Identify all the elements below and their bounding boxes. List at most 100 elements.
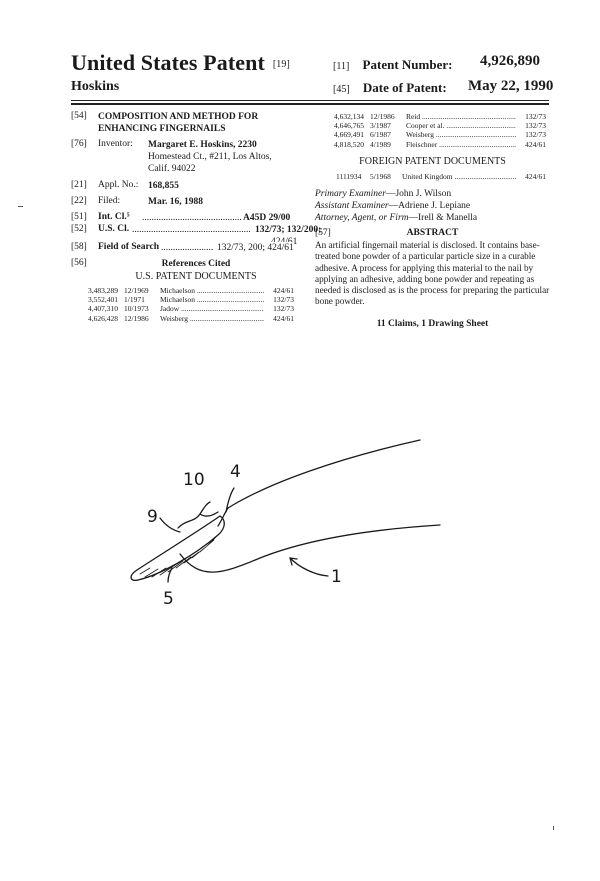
ref-name: Jadow — [160, 304, 264, 313]
us-cl-value: 132/73; 132/200; — [255, 225, 322, 235]
inventor-label: Inventor: — [98, 139, 133, 149]
filed-label: Filed: — [98, 196, 121, 206]
title-code: [19] — [272, 59, 290, 70]
us-refs-right-list: 4,632,134 12/1986 Reid132/73 4,646,765 3/198… — [334, 112, 546, 149]
field-of-search-dots: .............................. — [161, 243, 233, 253]
fingernail-drawing: 10 4 9 5 1 — [130, 439, 441, 609]
label-10: 10 — [183, 470, 205, 490]
ref-name: Michaelson — [160, 286, 264, 295]
patent-title: United States Patent[19] — [71, 50, 290, 75]
attorney: Attorney, Agent, or Firm—Irell & Manella — [315, 213, 478, 223]
label-10-brace — [177, 501, 219, 529]
abstract-text: An artificial fingernail material is dis… — [315, 240, 550, 307]
ref-date: 12/1986 — [124, 313, 149, 323]
ref-date: 4/1989 — [370, 139, 391, 149]
ref-no: 3,483,289 — [88, 286, 118, 295]
primary-examiner: Primary Examiner—John J. Wilson — [315, 189, 452, 199]
field-58-code: [58] — [71, 242, 87, 252]
ref-cls: 424/61 — [264, 313, 294, 323]
appl-no-value: 168,855 — [148, 181, 179, 191]
list-item: 1111934 5/1968 United Kingdom 424/61 — [336, 172, 546, 182]
field-54-code: [54] — [71, 111, 87, 121]
header-rule — [71, 100, 549, 101]
ref-no: 4,646,765 — [334, 121, 364, 131]
ref-cls: 132/73 — [516, 112, 546, 122]
field-of-search-value: 132/73, 200; 424/61 — [214, 242, 294, 254]
ref-name: Michaelson — [160, 295, 264, 304]
ref-date: 6/1987 — [370, 130, 391, 140]
examiners-block: Primary Examiner—John J. Wilson Assistan… — [315, 188, 555, 224]
patent-number-line: [11] Patent Number: — [333, 57, 452, 73]
ref-name: Weisberg — [160, 314, 264, 323]
date-label: Date of Patent: — [362, 80, 447, 95]
filed-value: Mar. 16, 1988 — [148, 197, 204, 207]
ref-name: Fleischner — [406, 140, 516, 149]
date-line: [45] Date of Patent: — [333, 80, 447, 96]
label-1: 1 — [331, 567, 342, 587]
label-1-arrowhead — [289, 557, 298, 566]
ref-cls: 132/73 — [264, 304, 294, 314]
us-docs-heading: U.S. PATENT DOCUMENTS — [135, 271, 257, 282]
ref-cls: 132/73 — [516, 121, 546, 131]
ref-name: Reid — [406, 112, 516, 121]
ref-date: 12/1986 — [370, 112, 395, 121]
field-76-code: [76] — [71, 139, 87, 149]
label-4-leader — [225, 487, 235, 513]
list-item: 4,669,491 6/1987 Weisberg132/73 — [334, 130, 546, 140]
us-refs-left-list: 3,483,28912/1969Michaelson424/613,552,40… — [88, 286, 294, 323]
ref-cls: 424/61 — [516, 139, 546, 149]
ref-name: Cooper et al. — [406, 121, 516, 130]
us-cl-label: U.S. Cl. — [98, 224, 130, 234]
ref-name: Weisberg — [406, 130, 516, 139]
patent-number-code: [11] — [333, 61, 350, 72]
ref-no: 4,669,491 — [334, 130, 364, 140]
patent-number-label: Patent Number: — [362, 57, 453, 72]
field-of-search-label: Field of Search — [98, 242, 160, 252]
ref-no: 3,552,401 — [88, 295, 118, 305]
int-cl-value: A45D 29/00 — [243, 213, 291, 223]
field-21-code: [21] — [71, 180, 87, 190]
claims-line: 11 Claims, 1 Drawing Sheet — [376, 319, 489, 329]
list-item: 4,626,428 12/1986 Weisberg424/61 — [88, 313, 294, 323]
label-9-leader — [159, 517, 181, 533]
field-52-code: [52] — [71, 224, 87, 234]
foreign-ref: 1111934 5/1968 United Kingdom 424/61 — [336, 172, 546, 182]
label-1-leader — [289, 557, 329, 577]
abstract-heading: ABSTRACT — [406, 228, 459, 238]
ref-cls: 132/73 — [264, 295, 294, 305]
ref-date: 12/1969 — [124, 286, 149, 295]
foreign-docs-heading: FOREIGN PATENT DOCUMENTS — [359, 156, 506, 167]
finger-top-contour — [227, 439, 421, 509]
list-item: 4,646,765 3/1987 Cooper et al.132/73 — [334, 121, 546, 131]
patent-date: May 22, 1990 — [468, 78, 554, 94]
abstract-code: [57] — [315, 228, 331, 238]
header-rule-thick — [71, 103, 549, 105]
ref-cls: 132/73 — [516, 130, 546, 140]
scan-mark — [18, 206, 23, 207]
inventor-address: Margaret E. Hoskins, 2230 Homestead Ct.,… — [148, 140, 272, 174]
list-item: 4,632,134 12/1986 Reid132/73 — [334, 112, 546, 122]
us-cl-dots: ........................................… — [132, 225, 251, 235]
label-5-leader — [167, 567, 173, 583]
invention-title: COMPOSITION AND METHOD FOR ENHANCING FIN… — [98, 112, 259, 134]
ref-no: 4,632,134 — [334, 112, 364, 121]
ref-no: 4,818,520 — [334, 139, 364, 149]
int-cl-dots: ........................................… — [142, 213, 242, 223]
ref-date: 3/1987 — [370, 121, 391, 131]
ref-no: 4,626,428 — [88, 313, 118, 323]
ref-date: 10/1973 — [124, 304, 149, 314]
patent-number: 4,926,890 — [480, 53, 540, 69]
finger-bottom-contour — [179, 524, 441, 573]
field-51-code: [51] — [71, 212, 87, 222]
label-4: 4 — [230, 462, 241, 482]
ref-cls: 424/61 — [264, 286, 294, 296]
nail-hatching — [139, 533, 220, 578]
scan-mark — [553, 826, 554, 830]
date-code: [45] — [333, 84, 350, 95]
list-item: 3,483,289 12/1969 Michaelson424/61 — [88, 286, 294, 296]
list-item: 4,818,520 4/1989 Fleischner424/61 — [334, 139, 546, 149]
references-cited-heading: References Cited — [161, 259, 231, 269]
inventor-surname: Hoskins — [71, 79, 120, 94]
